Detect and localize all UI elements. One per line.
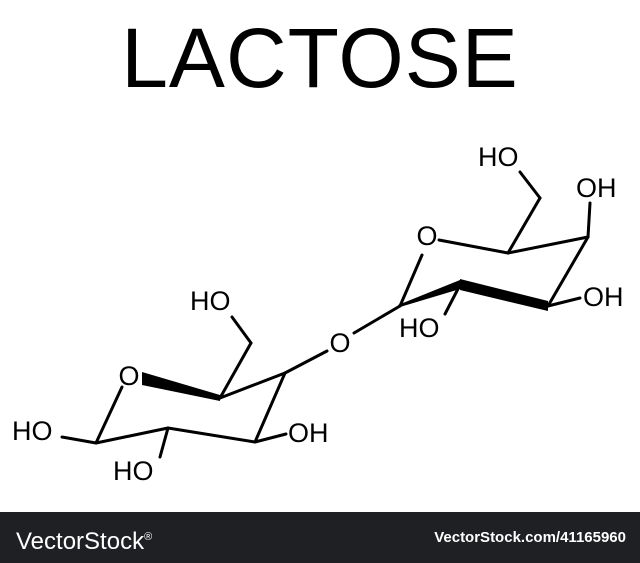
page-title: LACTOSE: [121, 11, 519, 105]
footer-url: VectorStock.com/41165960: [434, 529, 626, 546]
brand-logo: VectorStock®: [16, 522, 152, 557]
glycosidic-oxygen-label: O: [329, 328, 350, 358]
glycosidic-bond: [283, 304, 402, 375]
glucose-anomeric-oh-label: HO: [12, 416, 53, 446]
registered-mark: ®: [144, 531, 153, 543]
lactose-structural-formula: O O O HO OH OH HO HO HO HO OH: [12, 142, 624, 486]
glucose-c3-oh-label: OH: [288, 418, 329, 448]
galactose-c4-oh-label: OH: [576, 173, 617, 203]
galactose-ring: [398, 170, 592, 316]
glucose-ring-oxygen-label: O: [118, 361, 139, 391]
galactose-c2-oh-label: HO: [399, 313, 440, 343]
glucose-c2-oh-label: HO: [113, 456, 154, 486]
watermark-footer-bar: VectorStock® VectorStock.com/41165960: [0, 512, 640, 563]
brand-name: VectorStock: [16, 528, 145, 555]
galactose-ring-oxygen-label: O: [416, 221, 437, 251]
galactose-c3-oh-label: OH: [583, 282, 624, 312]
glucose-ch2oh-label: HO: [190, 286, 231, 316]
glucose-ring: [60, 315, 288, 459]
galactose-ch2oh-label: HO: [478, 142, 519, 172]
